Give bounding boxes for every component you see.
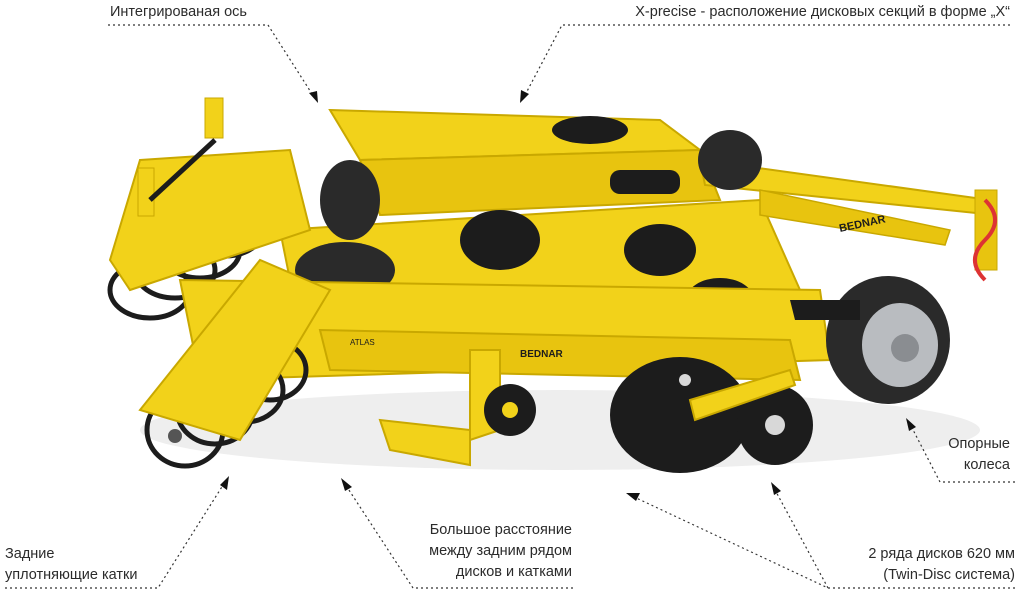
arrow-rollers-icon <box>220 476 229 490</box>
arrow-axle-icon <box>309 91 318 103</box>
brand-label-rear: BEDNAR <box>520 349 564 360</box>
arrow-wheels-icon <box>906 418 916 431</box>
support-wheel <box>790 276 950 404</box>
leader-xprecise <box>523 24 1010 98</box>
arrow-discs-1-icon <box>626 493 640 501</box>
arrow-discs-2-icon <box>771 482 781 495</box>
leader-lines <box>5 24 1015 589</box>
callout-support-wheels: Опорные колеса <box>948 434 1010 476</box>
leader-rollers <box>5 481 226 589</box>
rear-roller-bracket <box>138 258 332 443</box>
callout-large-distance-line2: между задним рядом <box>429 543 572 559</box>
front-discs <box>610 357 813 473</box>
callout-two-disc-rows: 2 ряда дисков 620 мм (Twin-Disc система) <box>868 544 1015 586</box>
leader-wheels <box>909 423 1015 483</box>
arrow-distance-icon <box>341 478 352 491</box>
drawbar: BEDNAR <box>610 158 998 282</box>
leader-distance <box>344 483 573 589</box>
callout-rear-rollers-line2: уплотняющие катки <box>5 567 138 583</box>
leader-discs-2 <box>773 487 829 589</box>
callout-support-wheels-line1: Опорные <box>948 436 1010 452</box>
callout-support-wheels-line2: колеса <box>963 457 1010 473</box>
rear-frame-left <box>108 97 312 292</box>
callout-two-disc-rows-line2: (Twin-Disc система) <box>883 567 1015 583</box>
callout-rear-rollers: Задние уплотняющие катки <box>5 544 137 586</box>
tine-shank <box>378 349 536 467</box>
callout-large-distance-line1: Большое расстояние <box>429 522 572 538</box>
model-label: ATLAS <box>350 338 375 347</box>
callout-large-distance-line3: дисков и катками <box>455 564 572 580</box>
callout-xprecise: X-precise - расположение дисковых секций… <box>635 4 1010 20</box>
callout-large-distance: Большое расстояние между задним рядом ди… <box>400 520 572 583</box>
leader-axle <box>108 24 315 98</box>
arrow-xprecise-icon <box>520 90 529 103</box>
callout-axle: Интегрированая ось <box>110 4 247 20</box>
callout-rear-rollers-line1: Задние <box>5 546 55 562</box>
callout-two-disc-rows-line1: 2 ряда дисков 620 мм <box>868 546 1015 562</box>
